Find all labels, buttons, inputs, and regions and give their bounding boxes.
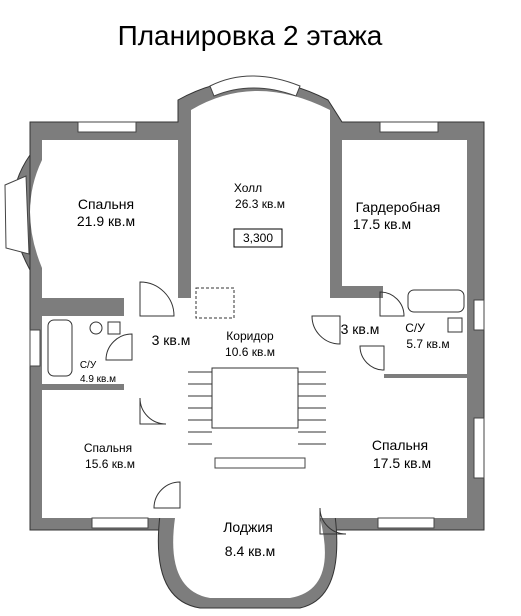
lobby-w-area: 3 кв.м [152, 332, 191, 348]
bedroom-se-name: Спальня [372, 437, 428, 453]
wardrobe-name: Гардеробная [356, 199, 441, 215]
bath-w-area: 4.9 кв.м [80, 374, 116, 385]
room-labels: Спальня 21.9 кв.м Холл 26.3 кв.м 3,300 Г… [77, 181, 450, 559]
height-mark-box [233, 228, 283, 248]
plan-title: Планировка 2 этажа [118, 20, 383, 51]
hall-area: 26.3 кв.м [235, 197, 285, 211]
bedroom-nw-name: Спальня [78, 196, 134, 212]
corridor-name: Коридор [226, 329, 274, 343]
corridor-area: 10.6 кв.м [225, 345, 275, 359]
bath-e-area: 5.7 кв.м [406, 337, 449, 351]
wardrobe-area: 17.5 кв.м [353, 216, 411, 232]
loggia-name: Лоджия [223, 519, 273, 535]
height-mark: 3,300 [243, 231, 273, 245]
hall-name: Холл [234, 181, 262, 195]
lobby-e-area: 3 кв.м [341, 321, 380, 337]
windows [4, 75, 485, 529]
bedroom-se-area: 17.5 кв.м [373, 455, 431, 471]
bedroom-sw-area: 15.6 кв.м [85, 457, 135, 471]
loggia-area: 8.4 кв.м [225, 543, 275, 559]
floors [30, 91, 467, 598]
fixtures [47, 281, 465, 535]
bath-e-name: С/У [405, 321, 425, 335]
bedroom-nw-area: 21.9 кв.м [77, 213, 135, 229]
bedroom-sw-name: Спальня [84, 441, 132, 455]
bath-w-name: С/У [80, 360, 97, 371]
